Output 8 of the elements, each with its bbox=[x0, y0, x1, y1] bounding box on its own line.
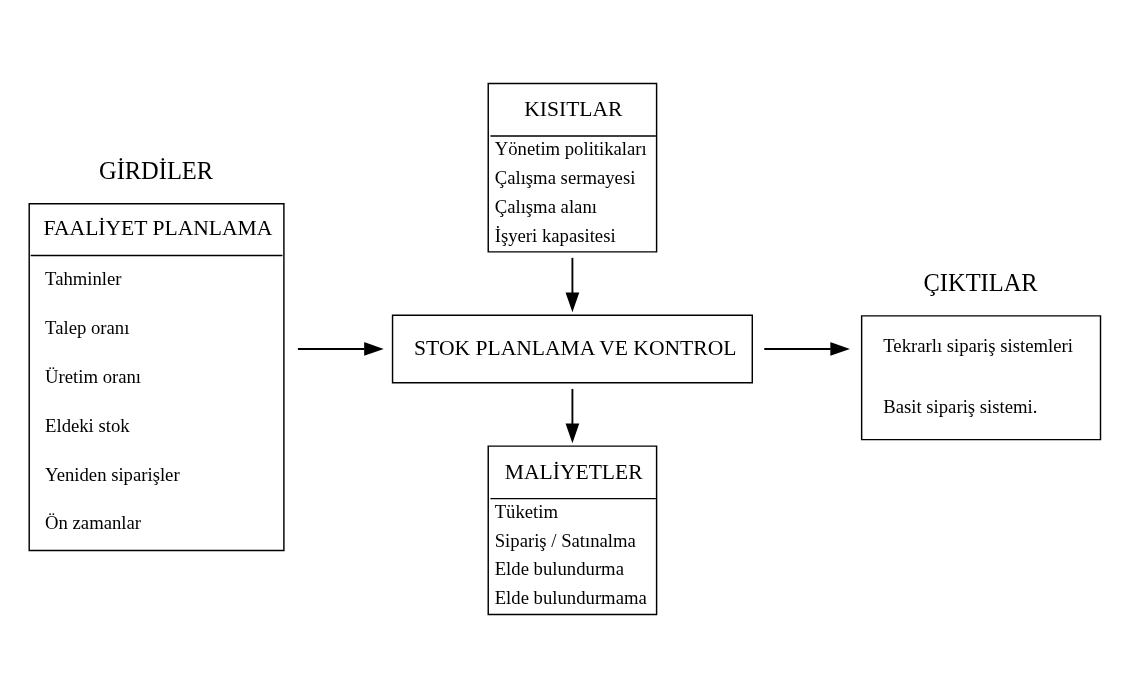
arrow bbox=[565, 256, 580, 313]
arrow bbox=[297, 342, 384, 356]
arrow bbox=[565, 388, 580, 444]
node-label: ÇIKTILAR bbox=[923, 268, 1038, 296]
node-label: GİRDİLER bbox=[99, 156, 214, 184]
arrow bbox=[763, 342, 850, 356]
node-box: STOK PLANLAMA VE KONTROL bbox=[391, 314, 753, 384]
node-box: Tekrarlı sipariş sistemleri Basit sipariş sistemi. bbox=[860, 315, 1102, 441]
